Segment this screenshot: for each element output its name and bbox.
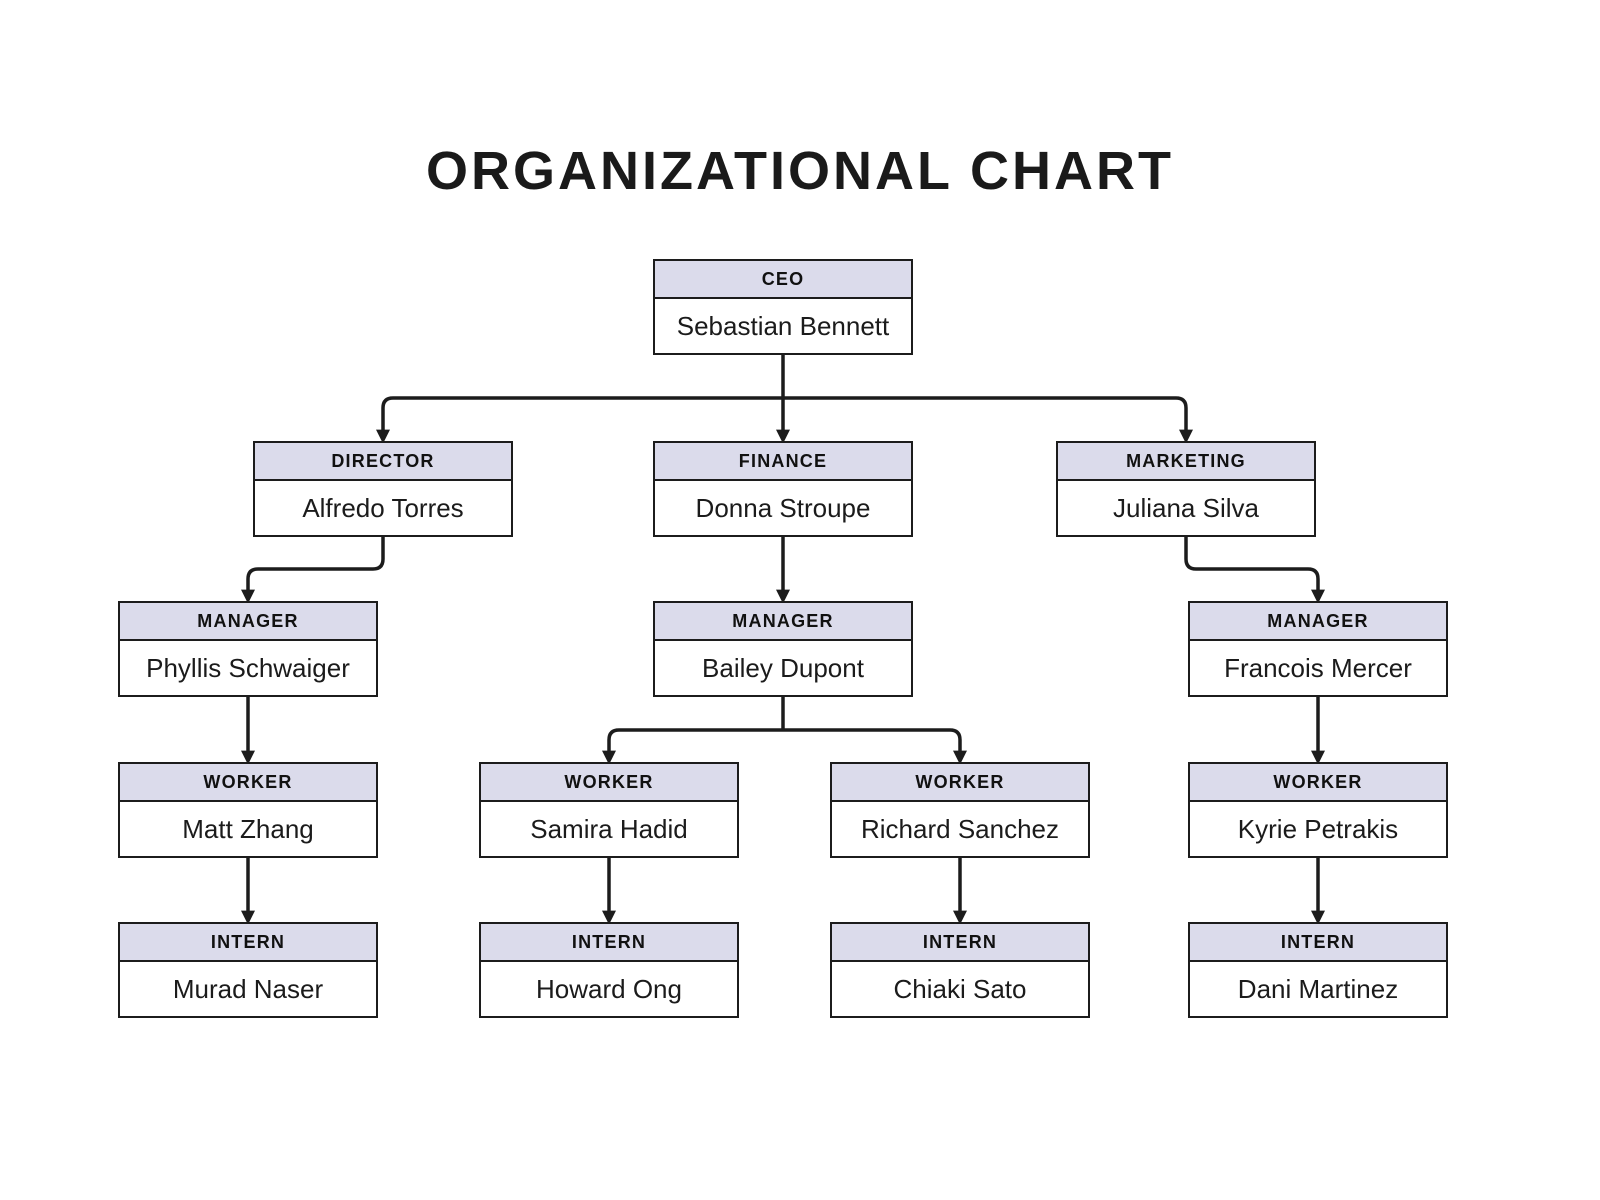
- org-node-role: INTERN: [832, 924, 1088, 962]
- org-node-worker4: WORKER Kyrie Petrakis: [1188, 762, 1448, 858]
- org-node-role: MANAGER: [1190, 603, 1446, 641]
- org-node-finance: FINANCE Donna Stroupe: [653, 441, 913, 537]
- org-node-manager2: MANAGER Bailey Dupont: [653, 601, 913, 697]
- org-node-role: WORKER: [481, 764, 737, 802]
- org-node-intern1: INTERN Murad Naser: [118, 922, 378, 1018]
- org-node-name: Alfredo Torres: [302, 492, 464, 523]
- connector-ceo-marketing: [783, 396, 1193, 444]
- org-node-role: DIRECTOR: [255, 443, 511, 481]
- org-node-name: Juliana Silva: [1113, 492, 1259, 523]
- org-node-role: WORKER: [832, 764, 1088, 802]
- org-node-worker1: WORKER Matt Zhang: [118, 762, 378, 858]
- org-node-role: INTERN: [481, 924, 737, 962]
- org-node-name: Phyllis Schwaiger: [146, 652, 350, 683]
- org-node-name: Samira Hadid: [530, 813, 688, 844]
- org-node-manager3: MANAGER Francois Mercer: [1188, 601, 1448, 697]
- page-title: ORGANIZATIONAL CHART: [426, 141, 1174, 201]
- connector-manager2-worker2: [602, 728, 783, 765]
- org-node-worker3: WORKER Richard Sanchez: [830, 762, 1090, 858]
- org-node-name: Kyrie Petrakis: [1237, 813, 1399, 844]
- org-node-name: Sebastian Bennett: [676, 310, 890, 341]
- org-node-intern3: INTERN Chiaki Sato: [830, 922, 1090, 1018]
- org-node-role: MANAGER: [120, 603, 376, 641]
- org-node-intern2: INTERN Howard Ong: [479, 922, 739, 1018]
- org-node-role: MARKETING: [1058, 443, 1314, 481]
- org-node-name: Richard Sanchez: [861, 813, 1059, 844]
- org-node-director: DIRECTOR Alfredo Torres: [253, 441, 513, 537]
- org-node-worker2: WORKER Samira Hadid: [479, 762, 739, 858]
- org-node-name: Murad Naser: [172, 973, 324, 1004]
- org-node-intern4: INTERN Dani Martinez: [1188, 922, 1448, 1018]
- org-node-name: Donna Stroupe: [695, 492, 871, 523]
- org-node-name: Howard Ong: [536, 973, 682, 1004]
- connector-ceo-director: [376, 396, 783, 444]
- org-node-name: Francois Mercer: [1224, 652, 1412, 683]
- connector-director-manager1: [241, 537, 385, 604]
- org-node-role: INTERN: [120, 924, 376, 962]
- org-node-ceo: CEO Sebastian Bennett: [653, 259, 913, 355]
- org-node-manager1: MANAGER Phyllis Schwaiger: [118, 601, 378, 697]
- org-node-marketing: MARKETING Juliana Silva: [1056, 441, 1316, 537]
- org-node-role: WORKER: [120, 764, 376, 802]
- org-node-name: Dani Martinez: [1237, 973, 1399, 1004]
- org-node-role: INTERN: [1190, 924, 1446, 962]
- org-node-name: Bailey Dupont: [702, 652, 864, 683]
- org-node-role: FINANCE: [655, 443, 911, 481]
- org-node-name: Chiaki Sato: [893, 973, 1027, 1004]
- connector-marketing-manager3: [1184, 537, 1325, 604]
- connector-manager2-worker3: [783, 728, 967, 765]
- org-node-name: Matt Zhang: [182, 813, 314, 844]
- org-node-role: WORKER: [1190, 764, 1446, 802]
- org-node-role: CEO: [655, 261, 911, 299]
- org-node-role: MANAGER: [655, 603, 911, 641]
